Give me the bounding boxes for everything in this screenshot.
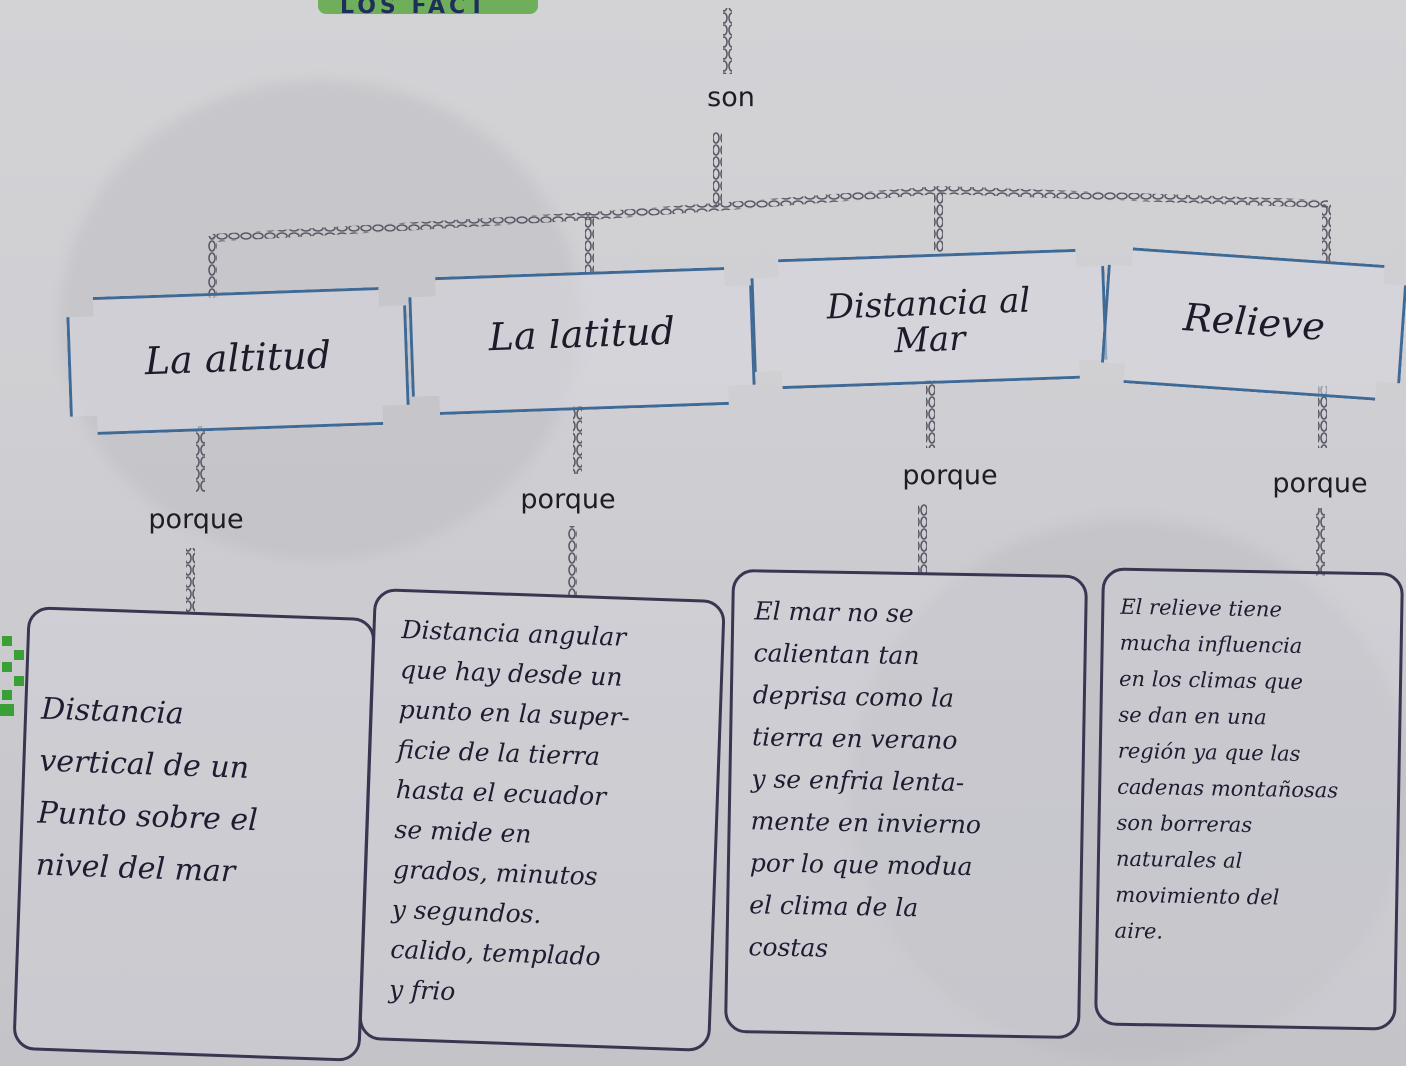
concept-label: Distancia al Mar [826, 280, 1031, 361]
link-word-porque-2: porque [520, 484, 616, 515]
description-line: El relieve tiene [1120, 594, 1283, 622]
connector-box4-porque [1318, 386, 1327, 448]
description-line: mente en invierno [750, 806, 982, 840]
description-line: nivel del mar [35, 847, 236, 890]
connector-porque4-desc [1316, 508, 1325, 576]
concept-box-altitude: La altitud [66, 286, 411, 436]
connector-box3-porque [926, 380, 935, 448]
description-line: mucha influencia [1119, 630, 1303, 658]
description-box-latitude: Distancia angular que hay desde un punto… [358, 587, 726, 1053]
connector-drop-3 [934, 190, 943, 252]
description-line: tierra en verano [751, 722, 958, 755]
description-line: El mar no se [754, 596, 915, 629]
connector-horizontal-bar [212, 186, 1328, 242]
description-box-altitude: Distancia vertical de un Punto sobre el … [12, 606, 376, 1062]
connector-porque2-desc [568, 526, 577, 596]
concept-box-sea-distance: Distancia al Mar [750, 248, 1108, 390]
background-shade [850, 520, 1406, 1060]
description-line: movimiento del [1115, 882, 1280, 910]
description-line: se dan en una [1118, 702, 1267, 730]
link-word-porque-1: porque [148, 504, 244, 535]
description-line: cadenas montañosas [1116, 774, 1339, 803]
description-line: en los climas que [1118, 666, 1304, 694]
description-line: son borreras [1116, 810, 1253, 838]
connector-porque3-desc [918, 504, 927, 574]
description-line: naturales al [1115, 846, 1243, 873]
connector-box2-porque [573, 406, 582, 474]
description-line: región ya que las [1117, 738, 1301, 766]
concept-box-relief: Relieve [1100, 246, 1406, 403]
connector-box1-porque [196, 426, 205, 492]
link-word-porque-4: porque [1272, 468, 1368, 499]
description-line: deprisa como la [752, 680, 955, 713]
link-word-son: son [707, 82, 755, 113]
connector-top [723, 8, 732, 74]
connector-drop-4 [1322, 204, 1331, 262]
concept-box-latitude: La latitud [408, 266, 757, 416]
concept-label: Relieve [1181, 295, 1327, 349]
concept-label: La altitud [144, 332, 332, 384]
concept-label: La latitud [487, 308, 676, 360]
description-line: calientan tan [753, 638, 920, 671]
title-banner [318, 0, 538, 14]
description-line: el clima de la [748, 890, 919, 923]
description-line: aire. [1114, 918, 1164, 944]
description-line: costas [748, 932, 829, 963]
connector-porque1-desc [186, 548, 195, 614]
connector-son-down [713, 132, 722, 206]
description-box-relief: El relieve tiene mucha influencia en los… [1094, 567, 1404, 1031]
link-word-porque-3: porque [902, 460, 998, 491]
description-line: y se enfria lenta- [751, 764, 965, 798]
green-dotted-mark-icon [0, 636, 24, 716]
connector-drop-2 [585, 214, 594, 274]
connector-drop-1 [208, 236, 217, 298]
description-box-sea-distance: El mar no se calientan tan deprisa como … [723, 568, 1089, 1040]
description-line: por lo que modua [749, 848, 973, 882]
page-title-fragment: LOS FACT [340, 0, 489, 19]
